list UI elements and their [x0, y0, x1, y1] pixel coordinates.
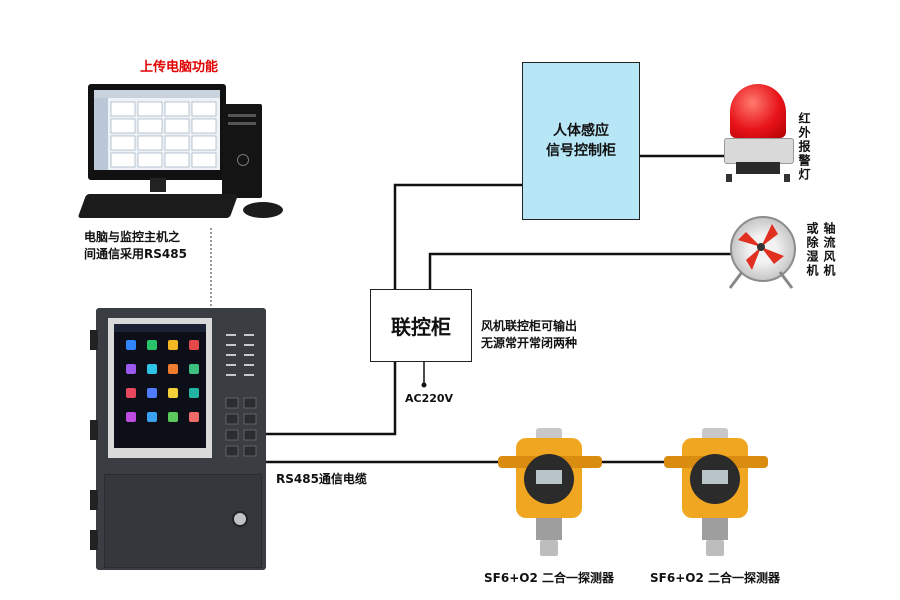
key-lock-icon — [232, 511, 248, 527]
linkage-cabinet-box: 联控柜 — [370, 289, 472, 362]
pc-caption-line1: 电脑与监控主机之 — [84, 230, 181, 244]
linkage-box-label: 联控柜 — [391, 315, 451, 339]
gas-detector-1-image — [498, 428, 602, 568]
mouse-image — [243, 202, 283, 218]
alarm-lamp-image — [722, 78, 794, 186]
fan-label-col1: 或除湿机 — [805, 222, 819, 278]
hinge-left-2 — [90, 420, 98, 440]
axial-fan-image — [712, 212, 800, 290]
controller-buttons — [225, 334, 257, 457]
controller-touchscreen — [114, 324, 206, 448]
detector-2-label: SF6+O2 二合一探测器 — [650, 571, 780, 585]
hinge-left-4 — [90, 530, 98, 550]
pc-caption-line2: 间通信采用RS485 — [84, 247, 187, 261]
signal-box-line2: 信号控制柜 — [546, 143, 616, 159]
software-screenshot — [94, 90, 220, 170]
monitor-stand — [150, 178, 166, 192]
linkage-note-line1: 风机联控柜可输出 — [481, 319, 578, 333]
power-label: AC220V — [405, 392, 454, 405]
hinge-left-3 — [90, 490, 98, 510]
alarm-lamp-label: 红外报警灯 — [797, 112, 811, 182]
hinge-left — [90, 330, 98, 350]
linkage-note-line2: 无源常开常闭两种 — [481, 336, 578, 350]
pc-tower-image — [222, 104, 262, 198]
fan-label-col2: 轴流风机 — [822, 222, 836, 278]
monitor-image — [88, 84, 226, 180]
signal-control-box: 人体感应 信号控制柜 — [522, 62, 640, 220]
gas-detector-2-image — [664, 428, 768, 568]
keyboard-image — [77, 194, 239, 218]
pc-title: 上传电脑功能 — [140, 60, 219, 75]
monitor-screen — [94, 90, 220, 170]
bus-label: RS485通信电缆 — [276, 472, 367, 486]
signal-box-line1: 人体感应 — [553, 123, 609, 139]
detector-1-label: SF6+O2 二合一探测器 — [484, 571, 614, 585]
